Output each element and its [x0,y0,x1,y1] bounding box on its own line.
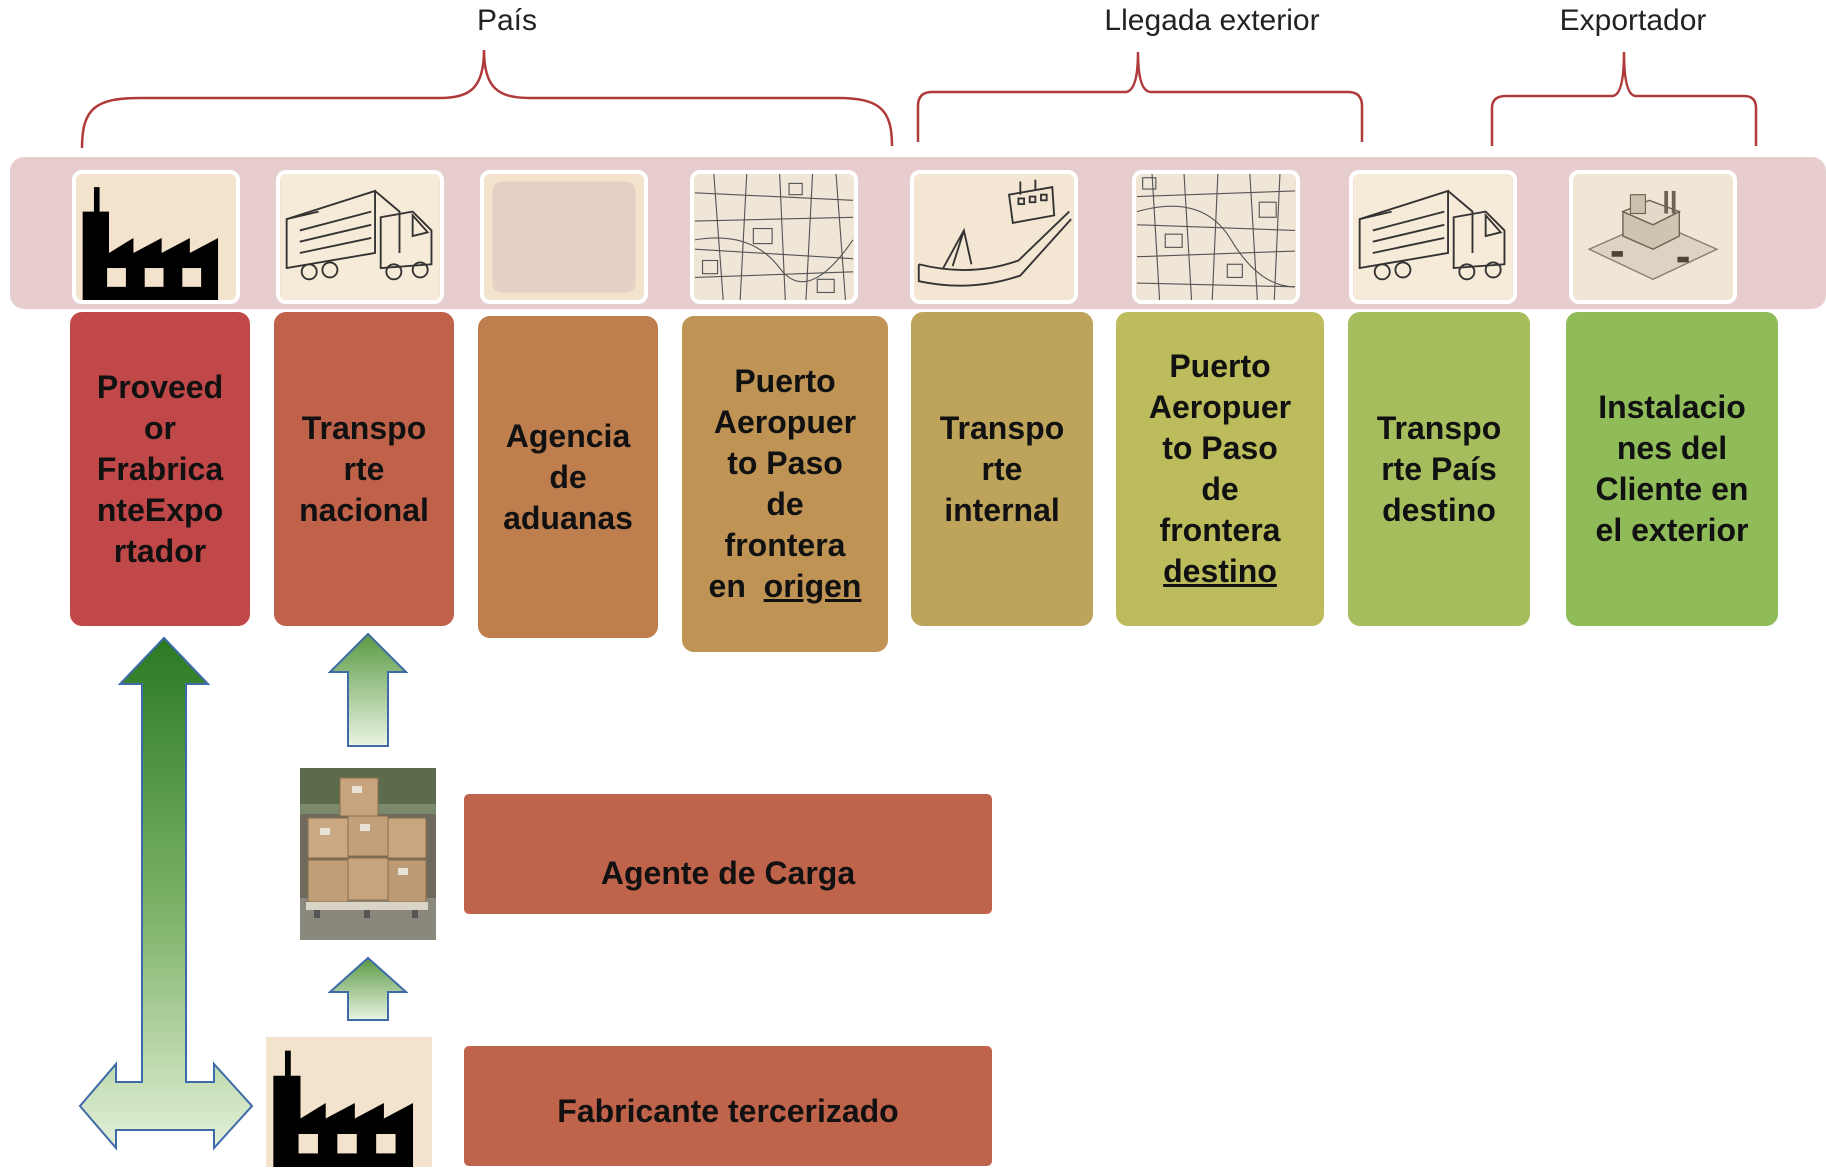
brace-pais [80,49,894,149]
fabricante-tercerizado-bar: Fabricante tercerizado [464,1046,992,1166]
arrows-layer [78,632,409,1151]
stage-label-line: destino [1163,553,1277,589]
stage-label-line: Agencia [505,417,631,454]
brace-label-llegada-exterior: Llegada exterior [1104,4,1320,37]
stage-label-line: Aeropuer [1148,389,1292,425]
arrow-up-transport [327,632,409,747]
bidirectional-arrow [78,636,254,1151]
factory-icon [266,1037,432,1167]
stage-transporte-pais-destino: Transpo rte País destino [1348,312,1530,626]
blank-tile [480,170,648,304]
stage-label-line: nacional [299,491,429,528]
stage-label-line: el exterior [1595,512,1749,548]
city-map-icon [1132,170,1300,304]
factory-icon [72,170,240,304]
city-map-icon [690,170,858,304]
truck-icon [1349,170,1517,304]
stage-label-line: or [144,409,176,446]
brace-label-pais: País [476,4,538,37]
stage-transporte-nacional: Transpo rte nacional [274,312,454,626]
stage-label-line: de [549,458,587,495]
stage-transporte-internal: Transpo rte internal [911,312,1093,626]
stage-label-line: Transpo [1376,409,1502,446]
stage-label-line: rtador [113,532,207,569]
stage-label-line: to Paso [727,445,843,481]
stage-label-line: destino [1382,491,1496,528]
stage-label-line: frontera [1159,512,1281,548]
stage-label-line: Instalacio [1598,389,1746,425]
stage-label-line: internal [944,491,1060,528]
stage-label-line: Puerto [734,363,836,399]
warehouse-icon [1569,170,1737,304]
truck-icon [276,170,444,304]
cargo-ship-icon [910,170,1078,304]
stage-label-line: Transpo [939,409,1065,446]
boxes-pallet-photo [300,768,436,940]
brace-label-exportador: Exportador [1559,4,1707,37]
stage-label-line: rte [981,450,1023,487]
brace-llegada-exterior [916,51,1364,142]
agente-de-carga-bar: Agente de Carga [464,794,992,914]
stage-label-line: Aeropuer [713,404,857,440]
stage-agencia-aduanas: Agencia de aduanas [478,316,658,638]
stage-label-line: aduanas [503,499,633,536]
stage-label-line: rte País [1381,450,1497,487]
stage-label-line: rte [343,450,385,487]
stage-label-line: Proveed [96,368,224,405]
stage-label-line: Puerto [1169,348,1271,384]
braces-layer [80,49,1758,149]
stage-label-line: nes del [1616,430,1728,466]
stage-label-line: Frabrica [96,450,224,487]
agente-de-carga-label: Agente de Carga [600,854,856,891]
stage-label-line: Cliente en [1595,471,1749,507]
arrow-up-pallet [327,956,409,1021]
stage-label-line: de [1201,471,1239,507]
brace-exportador [1490,51,1758,146]
stage-label-line: frontera [724,527,846,563]
stage-label-line: to Paso [1162,430,1278,466]
fabricante-tercerizado-label: Fabricante tercerizado [557,1092,899,1129]
stage-label-line: de [766,486,804,522]
stage-label-line: Transpo [301,409,427,446]
stage-label-line: en origen [708,568,862,604]
stage-label-line: nteExpo [96,491,224,528]
